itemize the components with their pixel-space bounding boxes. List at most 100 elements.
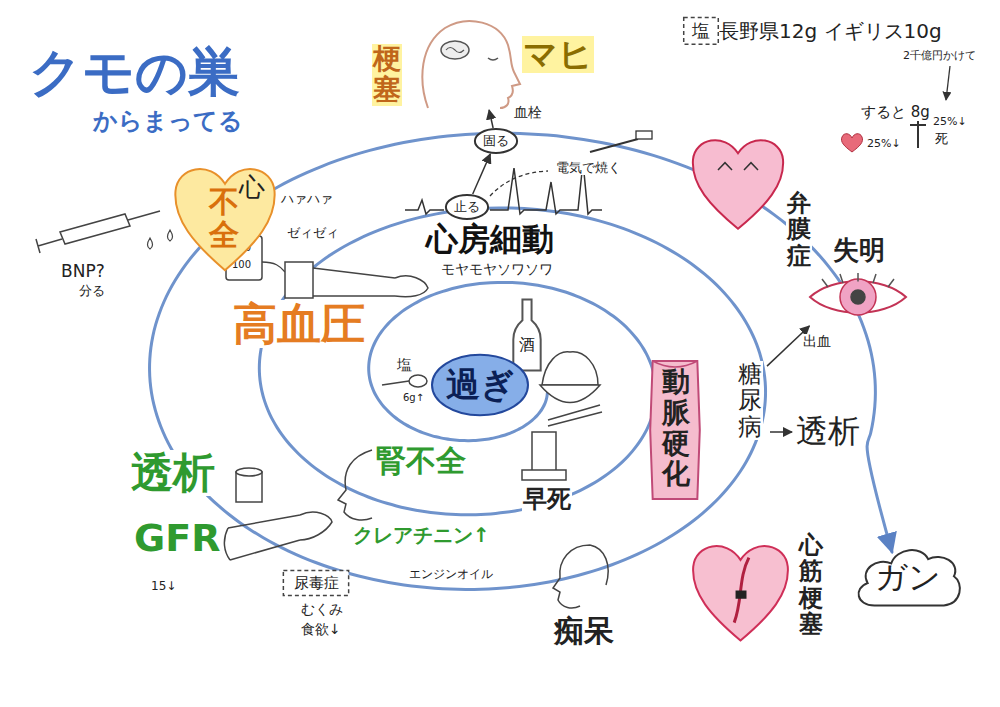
head-figure: 梗塞 マヒ — [360, 14, 597, 110]
node-text: 腎不全 — [375, 444, 467, 477]
heart-part — [693, 546, 788, 640]
note-text: 6g↑ — [402, 392, 425, 403]
edge-label: 出血 — [802, 334, 832, 349]
circle-part — [446, 195, 488, 219]
brain-spot — [441, 41, 469, 59]
grave-figure: 早死 — [515, 428, 577, 518]
closed-eye — [488, 58, 498, 60]
heart-part — [175, 169, 274, 270]
cloud-part — [859, 550, 960, 605]
node-text: クレアチニン↑ — [352, 524, 491, 546]
rice-bowl — [540, 385, 600, 403]
node-text: マヒ — [522, 36, 594, 73]
eye-outline — [808, 272, 908, 322]
eye-part — [851, 290, 865, 304]
note-text: モヤモヤソワソワ — [440, 262, 554, 277]
node-text: 尿毒症 — [293, 575, 340, 592]
note-text: エンジンオイル — [408, 568, 494, 581]
note-text: からまってる — [92, 108, 244, 134]
node-text: 心筋梗塞 — [798, 532, 824, 638]
spoon-handle — [382, 381, 409, 385]
dashed-leader — [490, 171, 548, 196]
edge-label: 血栓 — [513, 105, 543, 120]
note-text: むくみ — [300, 602, 344, 617]
node-text: 心 — [238, 173, 266, 202]
gravestone — [522, 432, 566, 480]
connector — [489, 110, 493, 128]
oval-part — [432, 355, 528, 416]
node-text: 酒 — [518, 336, 536, 354]
node-text: 固る — [482, 134, 510, 148]
node-text: 過ぎ — [445, 366, 516, 403]
note-text: 透析 — [795, 414, 861, 449]
note-text: 25%↓ — [866, 138, 902, 150]
heart-part — [736, 591, 745, 598]
eye-part — [840, 279, 876, 315]
title: クモの巣 — [28, 44, 241, 101]
center-oval: 過ぎ — [430, 352, 530, 418]
note-text: 25%↓ — [932, 116, 968, 128]
heart-part — [718, 163, 758, 170]
heart-part — [734, 558, 749, 623]
node-text: 不全 — [208, 185, 240, 251]
note-text: 分る — [78, 284, 106, 298]
note-text: ハァハァ — [280, 192, 334, 206]
note-text: 長野県12g イギリス10g — [718, 20, 943, 42]
state-circle: 固る — [474, 128, 518, 154]
dashed-box: 塩 — [683, 17, 719, 45]
rice — [542, 352, 598, 385]
node-text: 痴呆 — [553, 614, 615, 647]
note-text: 15↓ — [150, 580, 177, 593]
dashrect-part — [283, 571, 348, 596]
heart-part — [693, 140, 783, 229]
arm — [313, 268, 428, 297]
bottle-outline — [508, 298, 546, 372]
face-figure: 腎不全クレアチニン↑ — [330, 440, 500, 552]
note-text: ゼィゼィ — [286, 226, 340, 240]
syringe-barrel — [60, 214, 130, 244]
dashrect-part — [684, 18, 719, 45]
head-profile — [422, 21, 520, 108]
bandage-top — [236, 468, 262, 476]
heart-outline — [688, 128, 788, 233]
node-text: 早死 — [522, 486, 572, 512]
arm-figure: 透析GFR — [115, 448, 330, 578]
brain-mark — [446, 48, 464, 53]
note-text: 2千億円かけて — [902, 50, 977, 62]
heart-shape: 心筋梗塞 — [688, 528, 828, 653]
note-text: 電気で焼く — [555, 161, 622, 175]
dashed-box: 尿毒症 — [282, 570, 350, 596]
node-text: 梗塞 — [372, 44, 402, 106]
note-text: 食欲↓ — [300, 622, 342, 637]
node-text: 失明 — [832, 236, 886, 265]
node-text: 止る — [453, 200, 481, 214]
note-text: 塩 — [396, 357, 413, 374]
connector — [473, 154, 491, 194]
face-profile — [338, 450, 372, 520]
spoon-bowl — [409, 375, 427, 387]
note-text: BNP? — [60, 262, 106, 281]
note-text: すると 8g — [860, 104, 931, 121]
catheter — [590, 139, 638, 152]
drops — [148, 230, 173, 249]
node-text: ガン — [874, 560, 942, 595]
heart-shape: 弁膜症 — [688, 128, 815, 273]
note-text: 高血圧 — [232, 300, 366, 348]
syringe-needle — [36, 211, 160, 253]
bp-cuff — [285, 262, 313, 298]
node-text: 塩 — [691, 21, 711, 41]
heart-symbol — [841, 134, 862, 152]
arrow-line — [770, 431, 792, 433]
eye-shape: 失明 — [808, 234, 908, 326]
cross-symbol — [910, 116, 926, 148]
bottle-part — [513, 299, 540, 370]
head-profile — [553, 545, 608, 608]
cloud-shape: ガン — [852, 535, 964, 621]
arm — [224, 512, 332, 560]
heart-shape: 心不全 — [170, 155, 280, 275]
artery-tube: 動脈硬化糖尿病 — [632, 355, 767, 505]
circle-part — [475, 129, 517, 153]
